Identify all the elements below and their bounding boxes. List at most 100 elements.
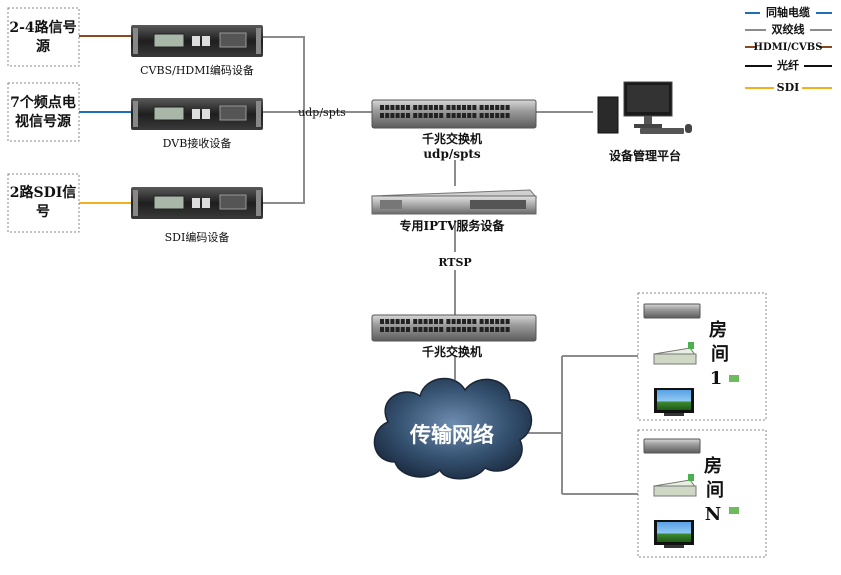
switch-port bbox=[472, 319, 477, 324]
set-top-box-icon bbox=[653, 474, 697, 497]
switch-port bbox=[479, 105, 484, 110]
switch-port bbox=[446, 105, 451, 110]
switch-port bbox=[428, 105, 433, 110]
switch-port bbox=[479, 327, 484, 332]
switch-port bbox=[456, 105, 461, 110]
tv-icon bbox=[654, 520, 694, 548]
switch-port bbox=[428, 113, 433, 118]
switch-port bbox=[406, 327, 410, 332]
legend-item-sdi: SDI bbox=[745, 80, 832, 94]
switch-port bbox=[505, 105, 510, 110]
switch-port bbox=[500, 327, 505, 332]
switch-port bbox=[390, 105, 395, 110]
switch-port bbox=[428, 327, 433, 332]
switch-port bbox=[472, 105, 477, 110]
switch-port bbox=[413, 105, 418, 110]
switch-1-protocol: udp/spts bbox=[423, 147, 481, 161]
switch-port bbox=[495, 319, 500, 324]
switch-port bbox=[505, 327, 510, 332]
switch-port bbox=[418, 113, 423, 118]
cvbs-hdmi-encoder: CVBS/HDMI编码设备 bbox=[131, 25, 263, 77]
switch-port bbox=[395, 105, 400, 110]
legend-label-fiber: 光纤 bbox=[776, 58, 799, 72]
switch-port bbox=[434, 319, 438, 324]
gigabit-switch-1: 千兆交换机 udp/spts bbox=[371, 99, 537, 161]
switch-port bbox=[439, 327, 444, 332]
gigabit-switch-2: 千兆交换机 bbox=[371, 314, 537, 359]
switch-port bbox=[456, 319, 461, 324]
switch-port bbox=[395, 319, 400, 324]
switch-port bbox=[428, 319, 433, 324]
legend: 同轴电缆 双绞线 HDMI/CVBS 光纤 SDI bbox=[745, 5, 832, 94]
switch-port bbox=[456, 327, 461, 332]
switch-port bbox=[400, 327, 405, 332]
switch-port bbox=[423, 327, 428, 332]
switch-port bbox=[423, 105, 428, 110]
switch-port bbox=[413, 319, 418, 324]
source-2-line-1: 7个频点电 bbox=[10, 94, 76, 111]
dvb-label: DVB接收设备 bbox=[163, 136, 232, 150]
switch-port bbox=[439, 105, 444, 110]
switch-port bbox=[390, 113, 395, 118]
switch-port bbox=[413, 327, 418, 332]
legend-item-coax: 同轴电缆 bbox=[745, 5, 832, 19]
switch-port bbox=[500, 105, 505, 110]
set-top-box-icon bbox=[653, 342, 697, 365]
udp-spts-label: udp/spts bbox=[298, 106, 346, 119]
switch-port bbox=[395, 327, 400, 332]
switch-port bbox=[484, 327, 489, 332]
switch-port bbox=[500, 319, 505, 324]
switch-port bbox=[418, 319, 423, 324]
switch-port bbox=[446, 319, 451, 324]
source-box-3: 2路SDI信 号 bbox=[7, 173, 80, 233]
switch-port bbox=[385, 113, 390, 118]
source-2-line-2: 视信号源 bbox=[15, 113, 71, 130]
source-box-1: 2-4路信号 源 bbox=[7, 7, 80, 67]
source-3-line-2: 号 bbox=[36, 204, 50, 220]
encoder-1-label: CVBS/HDMI编码设备 bbox=[140, 63, 254, 77]
management-platform-computer: 设备管理平台 bbox=[597, 81, 692, 163]
legend-item-twisted-pair: 双绞线 bbox=[745, 22, 832, 36]
twisted-pair-bus bbox=[263, 36, 305, 204]
switch-port bbox=[380, 105, 384, 110]
switch-port bbox=[479, 113, 484, 118]
switch-port bbox=[505, 319, 510, 324]
sdi-encoder-label: SDI编码设备 bbox=[165, 230, 230, 244]
switch-port bbox=[446, 113, 451, 118]
switch-port bbox=[490, 327, 494, 332]
room-n: 房 间 N bbox=[637, 429, 767, 558]
switch-port bbox=[484, 113, 489, 118]
source-1-line-1: 2-4路信号 bbox=[9, 19, 76, 36]
switch-port bbox=[406, 319, 410, 324]
room-1: 房 间 1 bbox=[637, 292, 767, 421]
room-1-char-3: 1 bbox=[710, 368, 723, 389]
switch-port bbox=[423, 113, 428, 118]
switch-port bbox=[467, 327, 472, 332]
legend-item-fiber: 光纤 bbox=[745, 58, 832, 72]
source-1-line-2: 源 bbox=[36, 38, 50, 55]
switch-port bbox=[390, 319, 395, 324]
switch-port bbox=[451, 105, 456, 110]
room-1-char-1: 房 bbox=[709, 319, 727, 341]
switch-port bbox=[434, 327, 438, 332]
tv-icon bbox=[654, 388, 694, 416]
room-1-char-2: 间 bbox=[711, 344, 729, 365]
switch-port bbox=[479, 319, 484, 324]
switch-port bbox=[472, 113, 477, 118]
switch-port bbox=[467, 319, 472, 324]
switch-port bbox=[406, 113, 410, 118]
dvb-receiver: DVB接收设备 bbox=[131, 98, 263, 150]
room-n-char-1: 房 bbox=[704, 455, 722, 477]
switch-port bbox=[495, 113, 500, 118]
legend-label-twisted-pair: 双绞线 bbox=[772, 22, 805, 36]
switch-port bbox=[413, 113, 418, 118]
switch-port bbox=[472, 327, 477, 332]
room-n-char-2: 间 bbox=[706, 480, 724, 501]
switch-port bbox=[423, 319, 428, 324]
room-n-char-3: N bbox=[705, 504, 721, 525]
switch-port bbox=[462, 113, 466, 118]
cloud-label: 传输网络 bbox=[409, 423, 494, 447]
switch-port bbox=[490, 113, 494, 118]
switch-port bbox=[462, 105, 466, 110]
